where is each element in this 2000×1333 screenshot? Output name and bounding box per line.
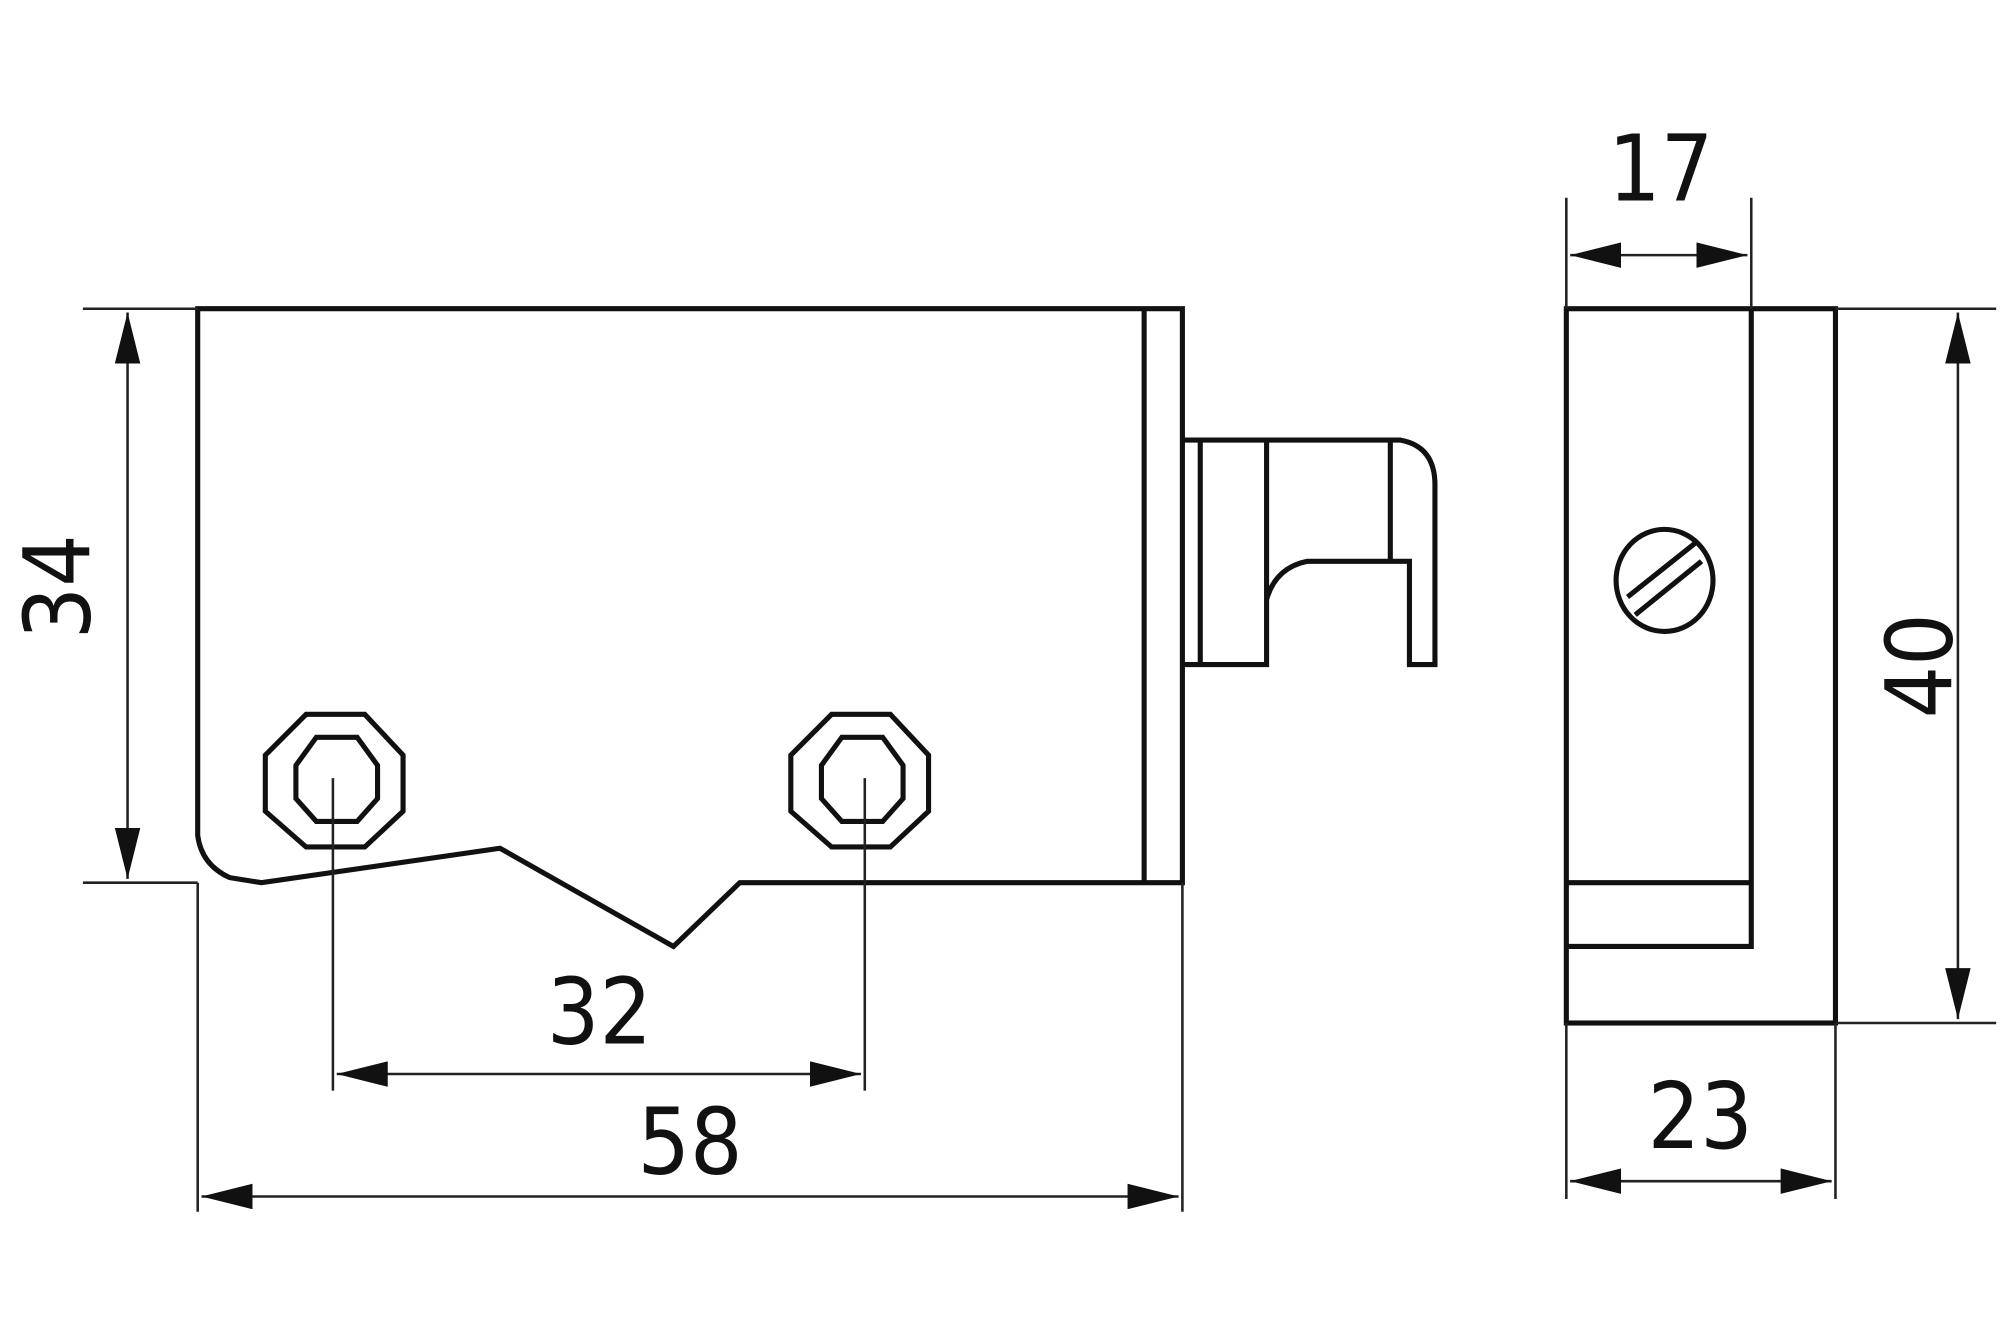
dim-label-58: 58: [637, 1089, 742, 1196]
dim-label-32: 32: [547, 958, 652, 1065]
front-view: 34 32 58: [4, 306, 1438, 1212]
screw-hole-right: [788, 711, 932, 850]
side-outline: [1563, 306, 1839, 1026]
side-view: 17 40 23: [1563, 115, 1997, 1200]
slotted-screw: [1613, 526, 1716, 634]
dim-label-23: 23: [1648, 1063, 1753, 1170]
dim-label-17: 17: [1608, 115, 1713, 222]
bolt: [1182, 437, 1438, 668]
body-outline: [195, 306, 1185, 950]
screw-hole-left: [262, 711, 406, 850]
dim-label-34: 34: [4, 534, 111, 639]
dim-label-40: 40: [1867, 613, 1974, 718]
